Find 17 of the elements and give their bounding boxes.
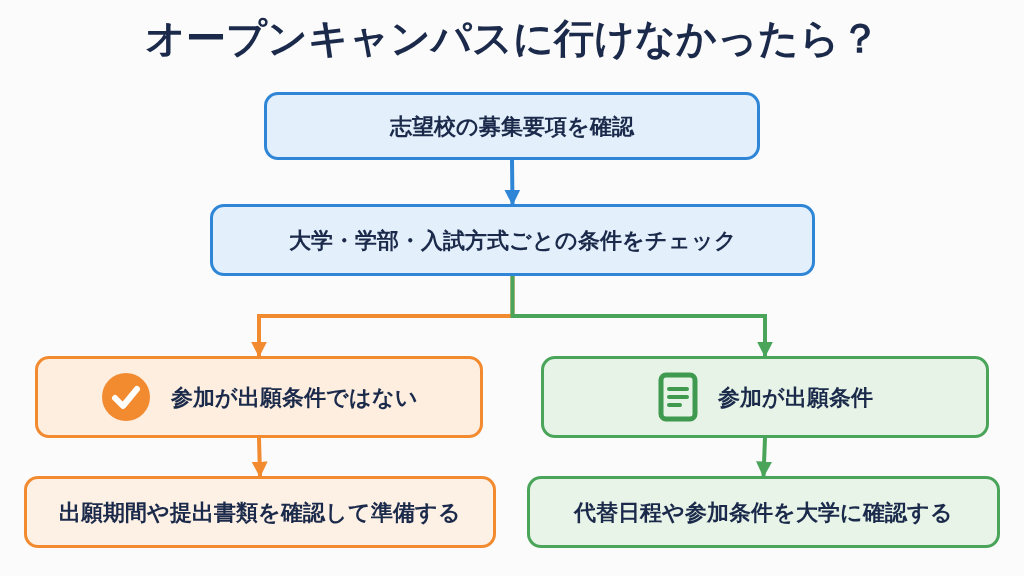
arrow [504,159,521,206]
process-box [24,476,496,548]
process-box [35,356,483,438]
arrow [756,437,773,478]
box-text: 志望校の募集要項を確認 [390,112,634,141]
process-box [527,476,1000,548]
process-box [210,204,815,276]
box-text: 参加が出願条件 [717,383,873,412]
process-box [541,356,989,438]
box-text: 出願期間や提出書類を確認して準備する [59,498,461,527]
title: オープンキャンパスに行けなかったら？ [143,14,881,63]
box-text: 大学・学部・入試方式ごとの条件をチェック [288,226,737,255]
box-text: 参加が出願条件ではない [170,383,418,412]
arrow [510,276,773,358]
process-box [264,92,760,160]
arrow [251,437,268,478]
box-text: 代替日程や参加条件を大学に確認する [574,498,953,527]
